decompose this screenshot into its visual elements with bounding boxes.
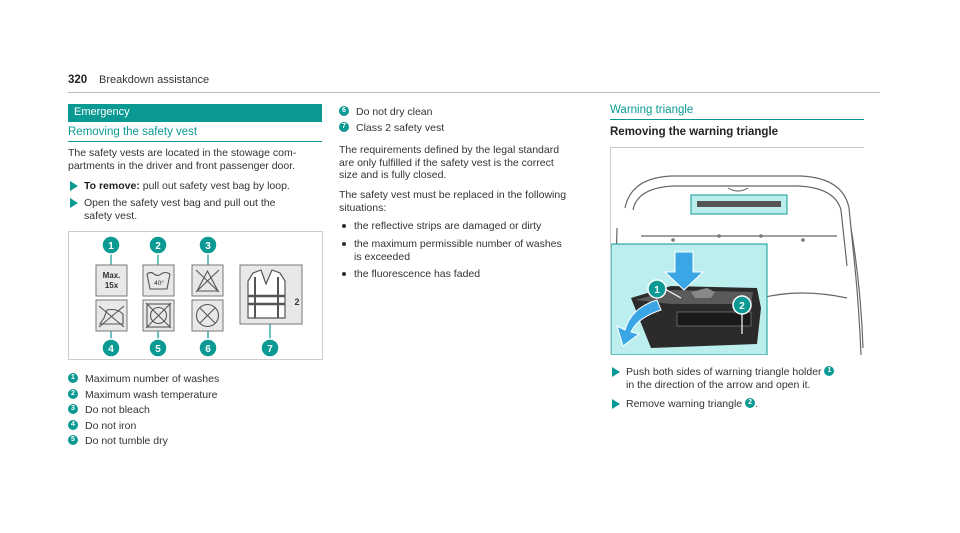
no-bleach-icon bbox=[195, 269, 220, 293]
intro-paragraph: The safety vests are located in the stow… bbox=[68, 147, 297, 172]
callout-1: 1 bbox=[108, 241, 114, 252]
callout-6: 6 bbox=[205, 344, 211, 355]
callout-2: 2 bbox=[155, 241, 161, 252]
safety-vest-icon bbox=[247, 269, 286, 319]
chapter-band: Emergency bbox=[68, 104, 322, 122]
bullet-dot bbox=[342, 272, 346, 276]
bullet-item: the fluorescence has faded bbox=[342, 268, 597, 282]
callout-4: 4 bbox=[108, 344, 114, 355]
triangle-callout-2: 2 bbox=[739, 301, 745, 312]
inline-callout-1: 1 bbox=[824, 366, 835, 377]
removing-triangle-heading: Removing the warning triangle bbox=[610, 126, 779, 138]
max-washes-line1: Max. bbox=[103, 271, 121, 280]
replace-paragraph: The safety vest must be replaced in the … bbox=[339, 189, 567, 214]
wash-temperature: 40° bbox=[154, 279, 164, 287]
no-iron-icon bbox=[98, 305, 125, 328]
step-remove-triangle: Remove warning triangle 2. bbox=[612, 398, 868, 412]
bullet-item: the maximum permissible number of washes… bbox=[342, 238, 597, 264]
bullet-dot bbox=[342, 242, 346, 246]
no-tumble-dry-icon bbox=[145, 302, 172, 329]
figure-callouts bbox=[101, 235, 280, 358]
page-number: 320 bbox=[68, 74, 88, 86]
warning-triangle-heading: Warning triangle bbox=[610, 104, 864, 120]
page-header: 320 Breakdown assistance bbox=[68, 71, 880, 93]
inline-callout-2: 2 bbox=[745, 398, 756, 409]
bullet-item: the reflective strips are damaged or dir… bbox=[342, 220, 597, 234]
step-arrow-icon bbox=[70, 181, 78, 191]
vest-class-number: 2 bbox=[294, 297, 299, 307]
step-arrow-icon bbox=[612, 367, 620, 377]
step-push-holder: Push both sides of warning triangle hold… bbox=[612, 366, 868, 392]
no-dry-clean-icon bbox=[195, 303, 220, 328]
step-arrow-icon bbox=[612, 399, 620, 409]
max-washes-line2: 15x bbox=[105, 281, 119, 290]
requirements-paragraph: The requirements defined by the legal st… bbox=[339, 144, 560, 181]
callout-7: 7 bbox=[267, 344, 273, 355]
step-open-bag: Open the safety vest bag and pull out th… bbox=[70, 197, 326, 223]
triangle-callout-1: 1 bbox=[654, 285, 660, 296]
trunk-illustration: 1 2 bbox=[610, 148, 865, 356]
care-symbols-illustration: Max. 15x 40° bbox=[95, 235, 303, 358]
safety-vest-heading: Removing the safety vest bbox=[68, 126, 322, 142]
section-title: Breakdown assistance bbox=[99, 74, 210, 86]
callout-5: 5 bbox=[155, 344, 161, 355]
callout-3: 3 bbox=[205, 241, 211, 252]
bullet-dot bbox=[342, 224, 346, 228]
care-symbols-figure: Max. 15x 40° bbox=[68, 231, 323, 360]
trunk-figure: 1 2 bbox=[610, 147, 865, 356]
step-remove: To remove: pull out safety vest bag by l… bbox=[70, 180, 326, 194]
step-arrow-icon bbox=[70, 198, 78, 208]
wash-tub-icon bbox=[146, 271, 171, 290]
